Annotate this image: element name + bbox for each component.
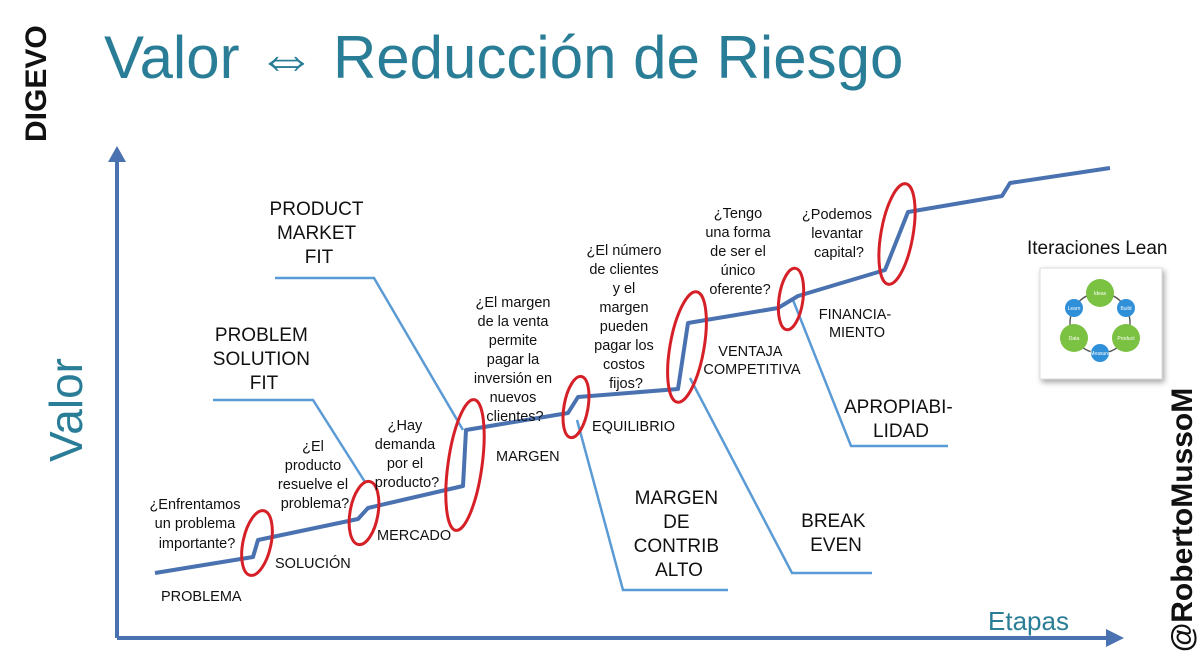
risk-circle-5 bbox=[666, 290, 708, 404]
lean-node-label: Ideas bbox=[1094, 291, 1107, 297]
risk-circle-7 bbox=[877, 182, 917, 286]
stage-margen: MARGEN bbox=[496, 449, 560, 465]
risk-circle-3 bbox=[444, 398, 486, 532]
milestone-product-market-fit: PRODUCT MARKET FIT bbox=[270, 199, 369, 268]
lean-title: Iteraciones Lean bbox=[1027, 238, 1168, 259]
lean-node-product bbox=[1112, 324, 1140, 352]
guide-product-market-fit bbox=[275, 276, 465, 431]
lean-node-label: Learn bbox=[1068, 306, 1081, 312]
question-2: ¿El producto resuelve el problema? bbox=[278, 439, 352, 512]
question-6: ¿Tengo una forma de ser el único oferent… bbox=[705, 206, 774, 298]
lean-node-label: Build bbox=[1120, 306, 1131, 312]
guide-lines bbox=[213, 276, 948, 592]
question-7: ¿Podemos levantar capital? bbox=[802, 207, 876, 261]
axes bbox=[108, 146, 1124, 647]
milestone-margen-contrib-alto: MARGEN DE CONTRIB ALTO bbox=[634, 488, 725, 581]
milestone-break-even: BREAK EVEN bbox=[801, 511, 871, 556]
risk-circles bbox=[240, 182, 917, 577]
lean-node-measure bbox=[1091, 344, 1109, 362]
question-3: ¿Hay demanda por el producto? bbox=[375, 418, 440, 491]
y-axis-arrow-icon bbox=[108, 146, 126, 162]
author-handle: @RobertoMussoM bbox=[1166, 388, 1199, 652]
lean-node-learn bbox=[1065, 299, 1083, 317]
x-axis-label: Etapas bbox=[988, 606, 1069, 636]
stage-ventaja-competitiva: VENTAJA COMPETITIVA bbox=[703, 344, 801, 378]
question-4: ¿El margen de la venta permite pagar la … bbox=[474, 295, 556, 425]
lean-node-label: Measure bbox=[1090, 351, 1110, 357]
y-axis-label: Valor bbox=[40, 358, 92, 462]
value-staircase-line bbox=[154, 166, 1111, 575]
lean-node-label: Product bbox=[1117, 336, 1135, 342]
stage-mercado: MERCADO bbox=[377, 528, 451, 544]
lean-node-build bbox=[1117, 299, 1135, 317]
guide-margen-contrib bbox=[575, 419, 728, 592]
risk-circle-1 bbox=[240, 509, 274, 577]
risk-circle-4 bbox=[561, 374, 591, 440]
guide-apropiabilidad bbox=[791, 299, 948, 448]
stage-problema: PROBLEMA bbox=[161, 589, 242, 605]
question-1: ¿Enfrentamos un problema importante? bbox=[149, 497, 244, 552]
brand-label: DIGEVO bbox=[20, 25, 53, 142]
page-title: Valor ⇔ Reducción de Riesgo bbox=[104, 24, 903, 91]
guide-break-even bbox=[688, 377, 872, 575]
question-5: ¿El número de clientes y el margen puede… bbox=[587, 243, 666, 392]
stage-equilibrio: EQUILIBRIO bbox=[592, 419, 675, 435]
lean-node-label: Data bbox=[1069, 336, 1080, 342]
milestone-problem-solution-fit: PROBLEM SOLUTION FIT bbox=[213, 325, 315, 394]
guide-problem-solution-fit bbox=[213, 398, 367, 483]
milestone-apropiabilidad: APROPIABI- LIDAD bbox=[844, 397, 958, 442]
stage-solucion: SOLUCIÓN bbox=[275, 555, 351, 572]
x-axis-arrow-icon bbox=[1106, 629, 1124, 647]
risk-circle-2 bbox=[347, 479, 381, 547]
lean-node-ideas bbox=[1086, 279, 1114, 307]
stage-financiamiento: FINANCIA- MIENTO bbox=[819, 307, 896, 341]
risk-circle-6 bbox=[776, 266, 806, 332]
lean-node-data bbox=[1060, 324, 1088, 352]
